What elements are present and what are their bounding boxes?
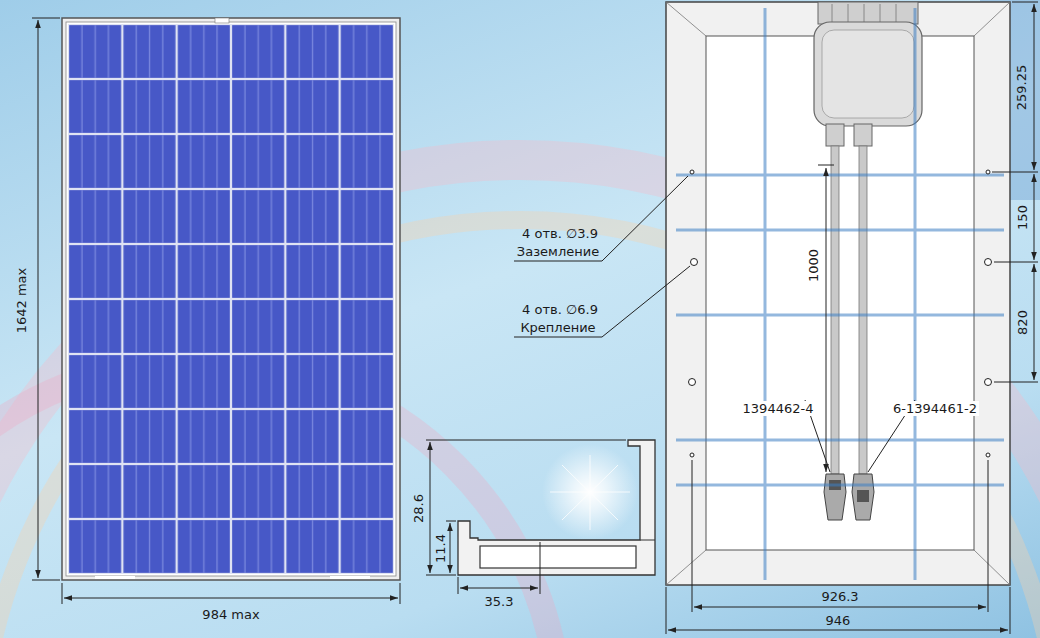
hole-note: Крепление bbox=[520, 320, 595, 335]
dimension-text: 1000 bbox=[807, 246, 822, 283]
dimension-text: 150 bbox=[1014, 205, 1029, 230]
leader-lines bbox=[514, 176, 915, 472]
dimension-text: 28.6 bbox=[410, 494, 425, 523]
profile-dimensions bbox=[426, 440, 626, 594]
hole-note: 4 отв. ∅6.9 bbox=[522, 302, 598, 317]
back-dimensions bbox=[666, 2, 1038, 634]
dimension-text: 1642 max bbox=[15, 267, 30, 333]
dimension-text: 35.3 bbox=[485, 594, 514, 609]
panel-front bbox=[62, 18, 400, 580]
dimension-text: 11.4 bbox=[432, 534, 447, 563]
dimension-text: 926.3 bbox=[821, 589, 858, 604]
hole-note: 4 отв. ∅3.9 bbox=[522, 226, 598, 241]
hole-note: Заземление bbox=[517, 244, 599, 259]
dimension-text: 946 bbox=[826, 613, 851, 628]
dimension-text: 984 max bbox=[202, 607, 259, 622]
dimension-text: 259.25 bbox=[1015, 64, 1030, 110]
part-number: 1394462-4 bbox=[741, 401, 816, 416]
part-number: 6-1394461-2 bbox=[891, 401, 979, 416]
dimension-lines bbox=[32, 18, 400, 604]
panel-back bbox=[666, 2, 1010, 585]
dimension-text: 820 bbox=[1014, 310, 1029, 335]
frame-profile bbox=[458, 440, 655, 575]
